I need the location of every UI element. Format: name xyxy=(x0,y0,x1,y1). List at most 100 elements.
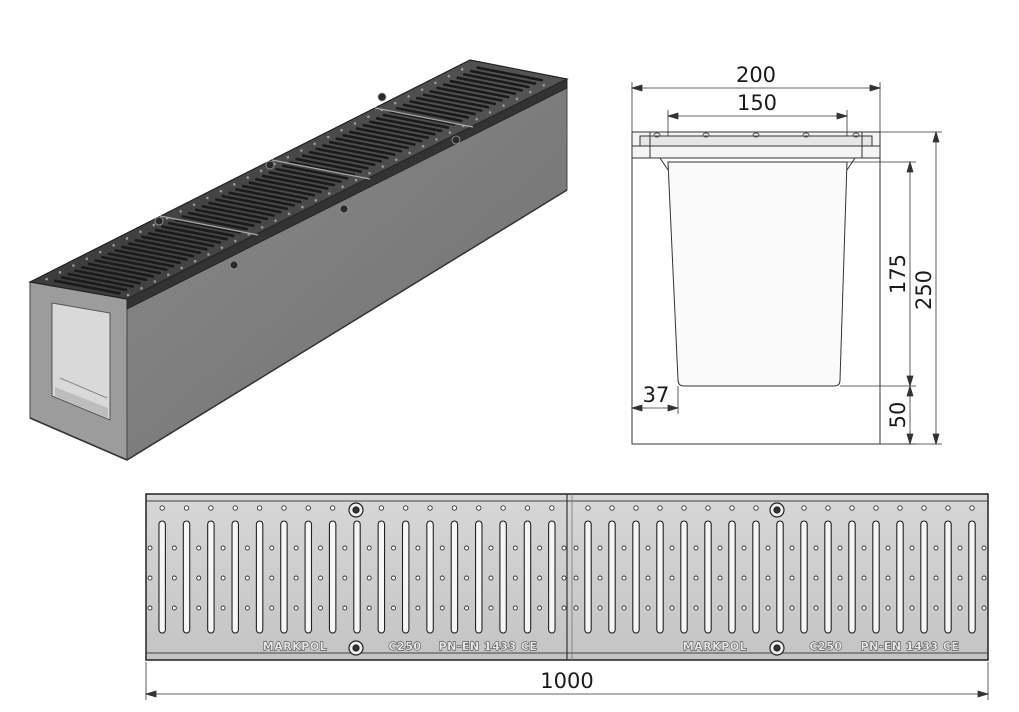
iso-hole xyxy=(125,237,129,240)
grate-hole xyxy=(789,605,795,611)
iso-hole xyxy=(58,271,62,274)
grate-hole xyxy=(693,575,699,581)
iso-slot xyxy=(342,134,409,150)
grate-hole xyxy=(183,505,190,511)
grate-slot xyxy=(353,520,361,634)
iso-hole xyxy=(488,111,492,114)
grate-hole xyxy=(196,575,202,581)
grate-hole xyxy=(549,505,555,511)
grate-hole xyxy=(609,505,615,511)
iso-slot xyxy=(308,150,376,167)
iso-slot xyxy=(261,174,329,190)
grate-hole xyxy=(500,505,506,511)
grate-hole xyxy=(957,545,963,551)
grate-slot xyxy=(499,520,507,634)
iso-hole xyxy=(529,90,532,94)
grate-slot xyxy=(632,520,640,634)
iso-hole xyxy=(313,142,317,146)
iso-slot xyxy=(409,100,476,116)
grate-hole xyxy=(969,505,975,511)
grate-hole xyxy=(561,545,567,551)
grate-hole xyxy=(741,545,747,551)
grate-hole xyxy=(366,545,372,551)
grate-hole xyxy=(573,575,579,581)
grate-hole xyxy=(597,605,603,611)
iso-hole xyxy=(394,158,398,162)
iso-slot xyxy=(462,73,530,89)
grate-hole xyxy=(945,505,951,511)
grate-slot xyxy=(848,520,856,634)
grate-slot xyxy=(800,520,808,634)
iso-slot xyxy=(181,215,249,231)
iso-slot xyxy=(429,90,497,106)
iso-hole xyxy=(287,212,291,216)
grate-hole xyxy=(366,605,372,611)
grate-hole xyxy=(981,605,987,611)
iso-slot xyxy=(456,76,523,92)
grate-bolt-holes xyxy=(348,502,785,656)
grate-hole xyxy=(717,605,723,611)
iso-slot xyxy=(114,249,181,265)
iso-hole xyxy=(72,264,75,267)
iso-slot xyxy=(60,276,128,292)
iso-slot xyxy=(369,120,436,136)
iso-slot xyxy=(436,86,503,102)
dim-length-label: 1000 xyxy=(540,669,593,693)
grate-hole xyxy=(415,605,421,611)
grate-hole xyxy=(717,575,723,581)
grate-hole xyxy=(645,545,651,551)
iso-hole xyxy=(460,68,464,71)
grate-hole xyxy=(741,605,747,611)
grate-hole xyxy=(813,575,819,581)
dim-width-label: 200 xyxy=(736,63,776,87)
dim-base-height-label: 50 xyxy=(886,402,910,429)
grate-hole xyxy=(645,575,651,581)
iso-slot xyxy=(442,83,510,99)
grate-slot xyxy=(656,520,664,634)
grate-hole xyxy=(196,545,202,551)
iso-slot xyxy=(241,184,309,200)
iso-slot xyxy=(94,259,161,275)
grate-hole xyxy=(244,605,250,611)
iso-hole xyxy=(219,189,223,193)
iso-hole xyxy=(393,101,397,105)
iso-hole xyxy=(408,151,411,155)
iso-slot xyxy=(281,164,349,180)
grate-hole xyxy=(957,575,963,581)
grate-hole xyxy=(244,575,250,581)
grate-hole xyxy=(403,505,409,511)
grate-hole xyxy=(220,545,226,551)
grate-hole xyxy=(837,575,843,581)
grate-hole xyxy=(329,505,336,511)
grate-slot xyxy=(704,520,712,634)
grate-slot xyxy=(728,520,736,634)
iso-hole xyxy=(301,205,304,209)
iso-hole xyxy=(353,122,357,125)
grate-hole xyxy=(415,575,421,581)
grate-hole xyxy=(909,575,915,581)
grate-hole xyxy=(159,505,165,511)
grate-brand-left: MARKPOL xyxy=(263,640,327,653)
grate-hole xyxy=(933,545,939,551)
grate-hole xyxy=(269,605,275,611)
iso-slot xyxy=(167,221,235,238)
iso-hole xyxy=(448,131,452,134)
grate-slot xyxy=(304,520,313,634)
length-dimension-line xyxy=(144,662,990,700)
iso-slot xyxy=(395,106,463,123)
grate-slot xyxy=(255,520,264,634)
grate-hole xyxy=(537,545,543,551)
iso-hole xyxy=(234,239,237,243)
iso-slot xyxy=(302,154,369,170)
grate-hole xyxy=(537,575,543,581)
grate-hole xyxy=(861,545,867,551)
grate-hole xyxy=(366,575,372,581)
iso-slot xyxy=(268,171,336,187)
iso-hole xyxy=(542,84,546,87)
grate-slot xyxy=(896,520,904,634)
iso-slot xyxy=(214,198,282,214)
iso-hole xyxy=(407,95,410,98)
grate-hole xyxy=(171,575,177,581)
iso-hole xyxy=(314,199,318,202)
grate-hole xyxy=(464,545,470,551)
